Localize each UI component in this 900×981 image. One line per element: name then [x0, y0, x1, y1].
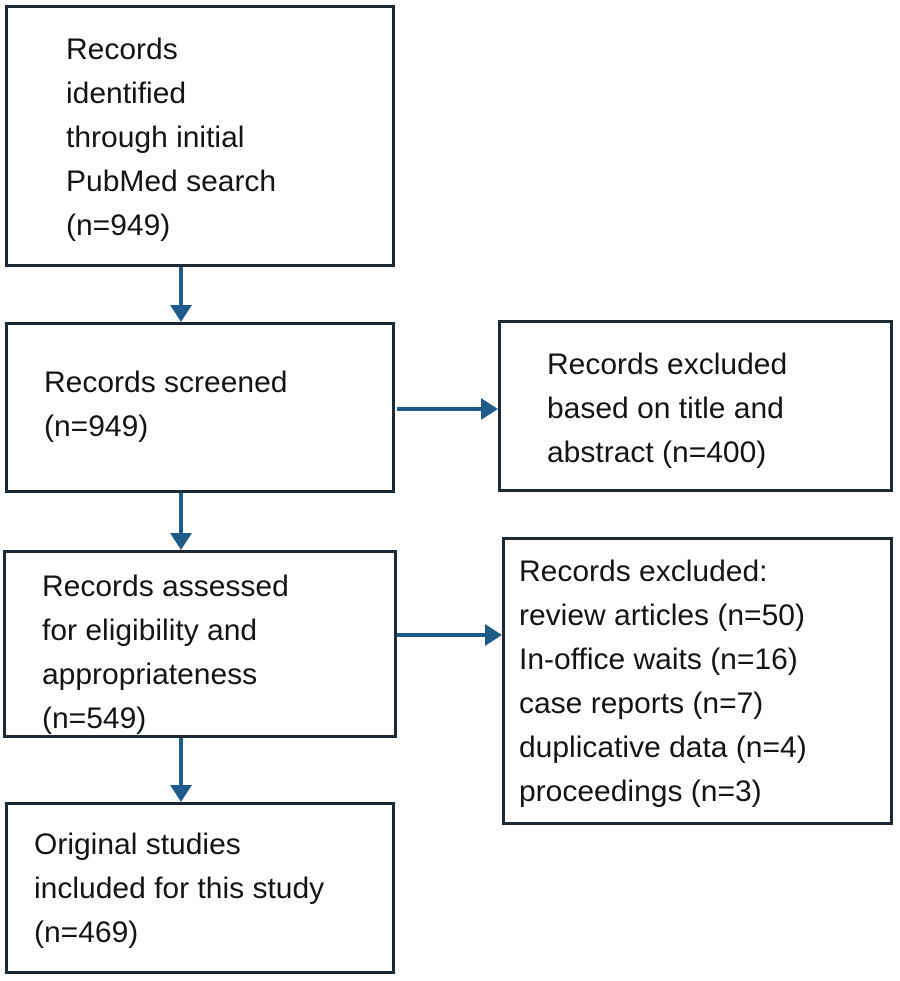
- box-text-line: appropriateness: [42, 658, 258, 691]
- box-text-line: proceedings (n=3): [519, 775, 762, 808]
- box-records-screened: Records screened (n=949): [5, 322, 395, 493]
- box-records-excluded-title-abstract: Records excluded based on title and abst…: [498, 320, 893, 492]
- box-text-line: Records excluded:: [519, 555, 768, 588]
- box-text-line: case reports (n=7): [519, 687, 764, 720]
- box-text-line: based on title and: [547, 392, 784, 425]
- box-text-line: In-office waits (n=16): [519, 643, 798, 676]
- box-text-line: PubMed search: [66, 165, 277, 198]
- arrow-shaft: [179, 738, 183, 786]
- arrow-head-down-icon: [170, 785, 192, 802]
- box-text-line: abstract (n=400): [547, 436, 767, 469]
- box-text-line: for eligibility and: [42, 614, 258, 647]
- box-text-line: Records screened: [44, 366, 288, 399]
- box-text-line: duplicative data (n=4): [519, 731, 807, 764]
- box-text-line: through initial: [66, 121, 245, 154]
- box-text-line: review articles (n=50): [519, 599, 805, 632]
- arrow-head-right-icon: [485, 624, 502, 646]
- box-text-line: (n=549): [42, 702, 147, 735]
- arrow-shaft: [179, 267, 183, 307]
- arrow-head-right-icon: [481, 398, 498, 420]
- box-text-line: (n=469): [34, 916, 139, 949]
- box-text-line: (n=949): [66, 209, 171, 242]
- box-text-line: (n=949): [44, 410, 149, 443]
- arrow-head-down-icon: [170, 305, 192, 322]
- arrow-head-down-icon: [170, 533, 192, 550]
- box-records-identified: Records identified through initial PubMe…: [5, 5, 395, 267]
- box-text-line: Original studies: [34, 828, 241, 861]
- box-original-studies-included: Original studies included for this study…: [5, 802, 395, 974]
- box-text-line: identified: [66, 77, 187, 110]
- box-text-line: included for this study: [34, 872, 325, 905]
- box-text-line: Records assessed: [42, 570, 289, 603]
- box-text-line: Records: [66, 33, 178, 66]
- box-records-excluded-detailed: Records excluded: review articles (n=50)…: [502, 537, 893, 825]
- arrow-shaft: [397, 633, 486, 637]
- box-text-line: Records excluded: [547, 348, 788, 381]
- arrow-shaft: [179, 493, 183, 534]
- arrow-shaft: [397, 407, 482, 411]
- box-records-assessed: Records assessed for eligibility and app…: [3, 550, 397, 738]
